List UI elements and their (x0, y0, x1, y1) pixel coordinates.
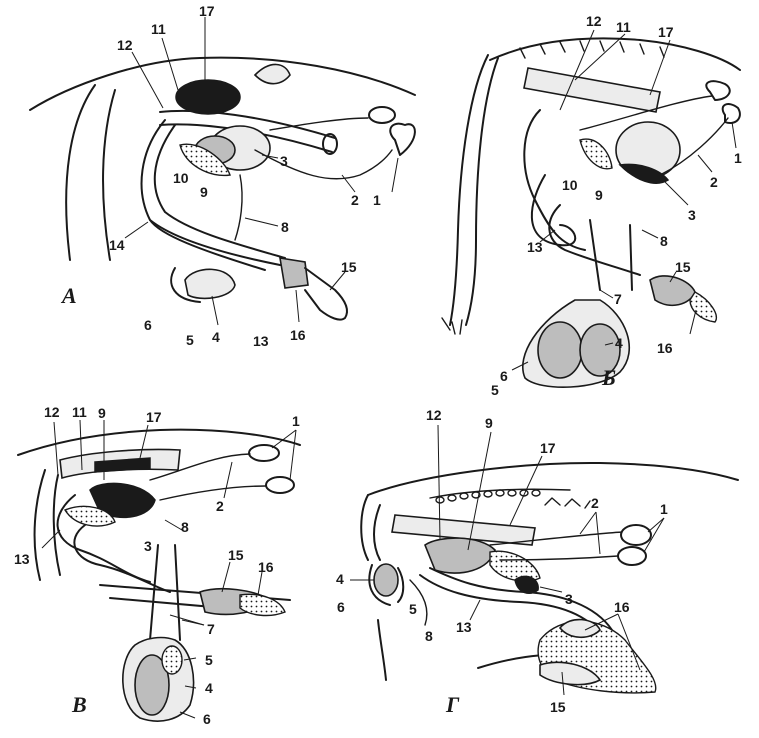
label-4: 4 (615, 335, 623, 351)
panel-g-labels: 1 2 3 4 5 6 8 9 12 13 15 16 17 (336, 407, 668, 715)
label-13: 13 (527, 239, 543, 255)
label-9: 9 (200, 184, 208, 200)
label-16: 16 (614, 599, 630, 615)
label-9: 9 (595, 187, 603, 203)
label-11: 11 (72, 404, 87, 420)
label-8: 8 (181, 519, 189, 535)
label-8: 8 (281, 219, 289, 235)
label-11: 11 (151, 21, 166, 37)
label-1: 1 (660, 501, 668, 517)
label-9: 9 (485, 415, 493, 431)
panel-letter-a: А (60, 283, 77, 308)
label-10: 10 (173, 170, 189, 186)
label-3: 3 (565, 591, 573, 607)
panel-letter-v: В (71, 692, 87, 717)
label-12: 12 (117, 37, 133, 53)
label-17: 17 (540, 440, 556, 456)
label-5: 5 (186, 332, 194, 348)
panel-v-labels: 1 2 3 4 5 6 7 8 9 11 12 13 15 16 17 (14, 404, 300, 727)
label-13: 13 (253, 333, 269, 349)
label-4: 4 (212, 329, 220, 345)
label-7: 7 (614, 291, 622, 307)
label-1: 1 (292, 413, 300, 429)
panel-b-labels: 1 2 3 4 5 6 7 8 9 10 11 12 13 15 16 17 (491, 13, 742, 398)
label-13: 13 (14, 551, 30, 567)
label-5: 5 (491, 382, 499, 398)
panel-letter-b: Б (601, 365, 616, 390)
label-11: 11 (616, 19, 631, 35)
label-16: 16 (290, 327, 306, 343)
label-2: 2 (216, 498, 224, 514)
label-12: 12 (426, 407, 442, 423)
label-9: 9 (98, 405, 106, 421)
label-6: 6 (144, 317, 152, 333)
label-7: 7 (207, 621, 215, 637)
label-15: 15 (675, 259, 691, 275)
label-2: 2 (591, 495, 599, 511)
label-15: 15 (550, 699, 566, 715)
label-1: 1 (373, 192, 381, 208)
label-6: 6 (203, 711, 211, 727)
label-12: 12 (44, 404, 60, 420)
label-14: 14 (109, 237, 125, 253)
label-6: 6 (337, 599, 345, 615)
label-12: 12 (586, 13, 602, 29)
label-13: 13 (456, 619, 472, 635)
label-17: 17 (658, 24, 674, 40)
label-1: 1 (734, 150, 742, 166)
label-17: 17 (199, 3, 215, 19)
panel-b (441, 37, 741, 388)
label-2: 2 (710, 174, 718, 190)
label-16: 16 (657, 340, 673, 356)
label-4: 4 (336, 571, 344, 587)
label-17: 17 (146, 409, 162, 425)
label-15: 15 (228, 547, 244, 563)
label-3: 3 (280, 153, 288, 169)
label-2: 2 (351, 192, 359, 208)
label-8: 8 (425, 628, 433, 644)
label-5: 5 (409, 601, 417, 617)
panel-a-labels: 1 2 3 4 5 6 8 9 10 11 12 13 14 15 16 17 (109, 3, 399, 349)
label-3: 3 (144, 538, 152, 554)
label-10: 10 (562, 177, 578, 193)
label-3: 3 (688, 207, 696, 223)
label-5: 5 (205, 652, 213, 668)
panel-v (17, 428, 301, 722)
label-16: 16 (258, 559, 274, 575)
label-8: 8 (660, 233, 668, 249)
panel-g (360, 461, 739, 694)
label-4: 4 (205, 680, 213, 696)
panel-letter-g: Г (445, 692, 460, 717)
label-15: 15 (341, 259, 357, 275)
panel-a (29, 56, 416, 321)
label-6: 6 (500, 368, 508, 384)
